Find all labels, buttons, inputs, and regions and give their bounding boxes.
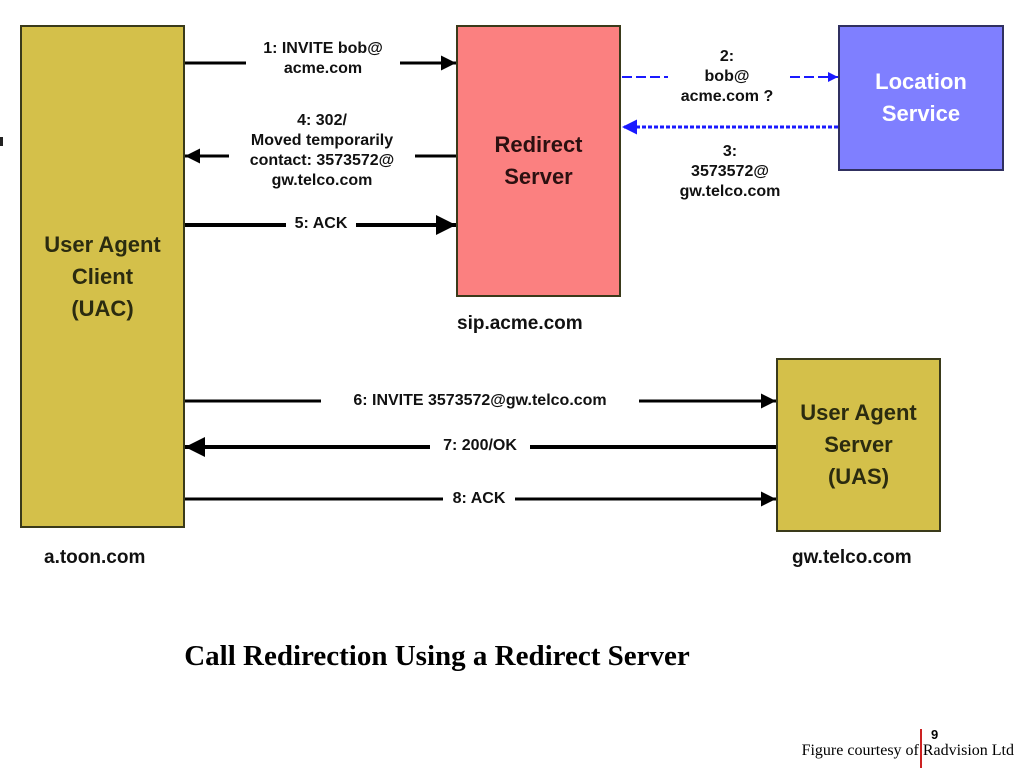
uas-node: User Agent Server (UAS) xyxy=(776,358,941,532)
message-4-label: 4: 302/ Moved temporarily contact: 35735… xyxy=(229,111,415,191)
location-service-node: Location Service xyxy=(838,25,1004,171)
uas-label: User Agent Server (UAS) xyxy=(800,400,917,489)
message-1-label: 1: INVITE bob@ acme.com xyxy=(246,39,400,79)
uac-label: User Agent Client (UAC) xyxy=(44,231,161,321)
message-8-label: 8: ACK xyxy=(443,489,515,509)
page-number: 9 xyxy=(931,727,939,742)
message-6-label: 6: INVITE 3573572@gw.telco.com xyxy=(321,391,639,411)
message-2-label: 2: bob@ acme.com ? xyxy=(668,47,786,107)
page-divider xyxy=(920,729,922,768)
message-7-label: 7: 200/OK xyxy=(430,436,530,456)
location-service-label: Location Service xyxy=(875,69,967,126)
redirect-server-host-label: sip.acme.com xyxy=(457,313,583,334)
message-3-label: 3: 3573572@ gw.telco.com xyxy=(666,142,794,202)
redirect-server-node: Redirect Server xyxy=(456,25,621,297)
figure-credit: Figure courtesy of Radvision Ltd xyxy=(801,742,1014,759)
edge-mark xyxy=(0,137,3,146)
redirect-server-label: Redirect Server xyxy=(494,132,583,189)
message-5-label: 5: ACK xyxy=(286,214,356,234)
figure-caption: Call Redirection Using a Redirect Server xyxy=(184,640,690,672)
uas-host-label: gw.telco.com xyxy=(792,547,912,568)
uac-host-label: a.toon.com xyxy=(44,547,146,568)
uac-node: User Agent Client (UAC) xyxy=(20,25,185,528)
